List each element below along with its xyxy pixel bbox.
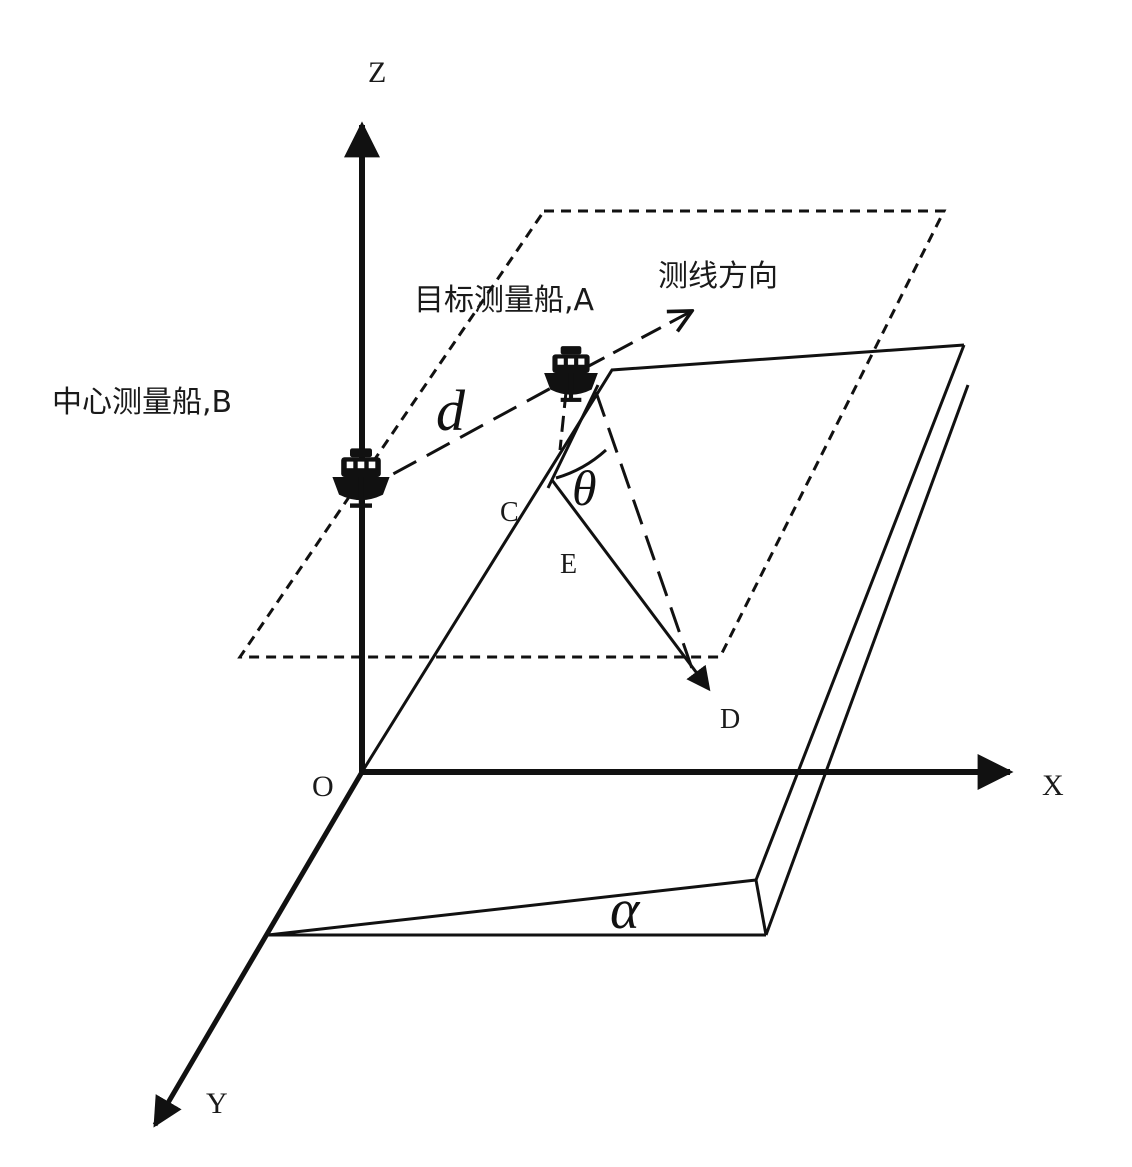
- beam-lines: [546, 384, 711, 692]
- sea-surface-plane: [237, 209, 947, 659]
- survey-direction-label: 测线方向: [658, 259, 778, 294]
- beam-to-c: [546, 384, 600, 489]
- x-axis-label: X: [1042, 769, 1064, 802]
- ship-icon: [544, 346, 598, 402]
- z-axis-label: Z: [368, 56, 386, 89]
- theta-arc: [555, 448, 608, 480]
- ship-icon: [332, 448, 390, 508]
- point-d-label: D: [720, 704, 740, 735]
- y-axis-label: Y: [206, 1087, 228, 1120]
- target-ship-label: 目标测量船,A: [414, 283, 595, 318]
- axes: [152, 121, 1014, 1128]
- distance-symbol-d: d: [436, 378, 466, 443]
- survey-direction-arrow: [584, 312, 690, 370]
- alpha-symbol: α: [610, 879, 641, 941]
- center-ship-label: 中心测量船,B: [52, 385, 232, 420]
- beam-dashed-to-d: [594, 391, 698, 681]
- seabed-plane: [267, 343, 970, 937]
- theta-symbol: θ: [572, 460, 597, 516]
- point-e-label: E: [560, 549, 577, 580]
- y-axis: [152, 770, 365, 1128]
- point-c-label: C: [500, 497, 519, 528]
- distance-line-d: [359, 373, 576, 494]
- beam-c-to-d: [550, 479, 711, 692]
- origin-label: O: [312, 770, 334, 803]
